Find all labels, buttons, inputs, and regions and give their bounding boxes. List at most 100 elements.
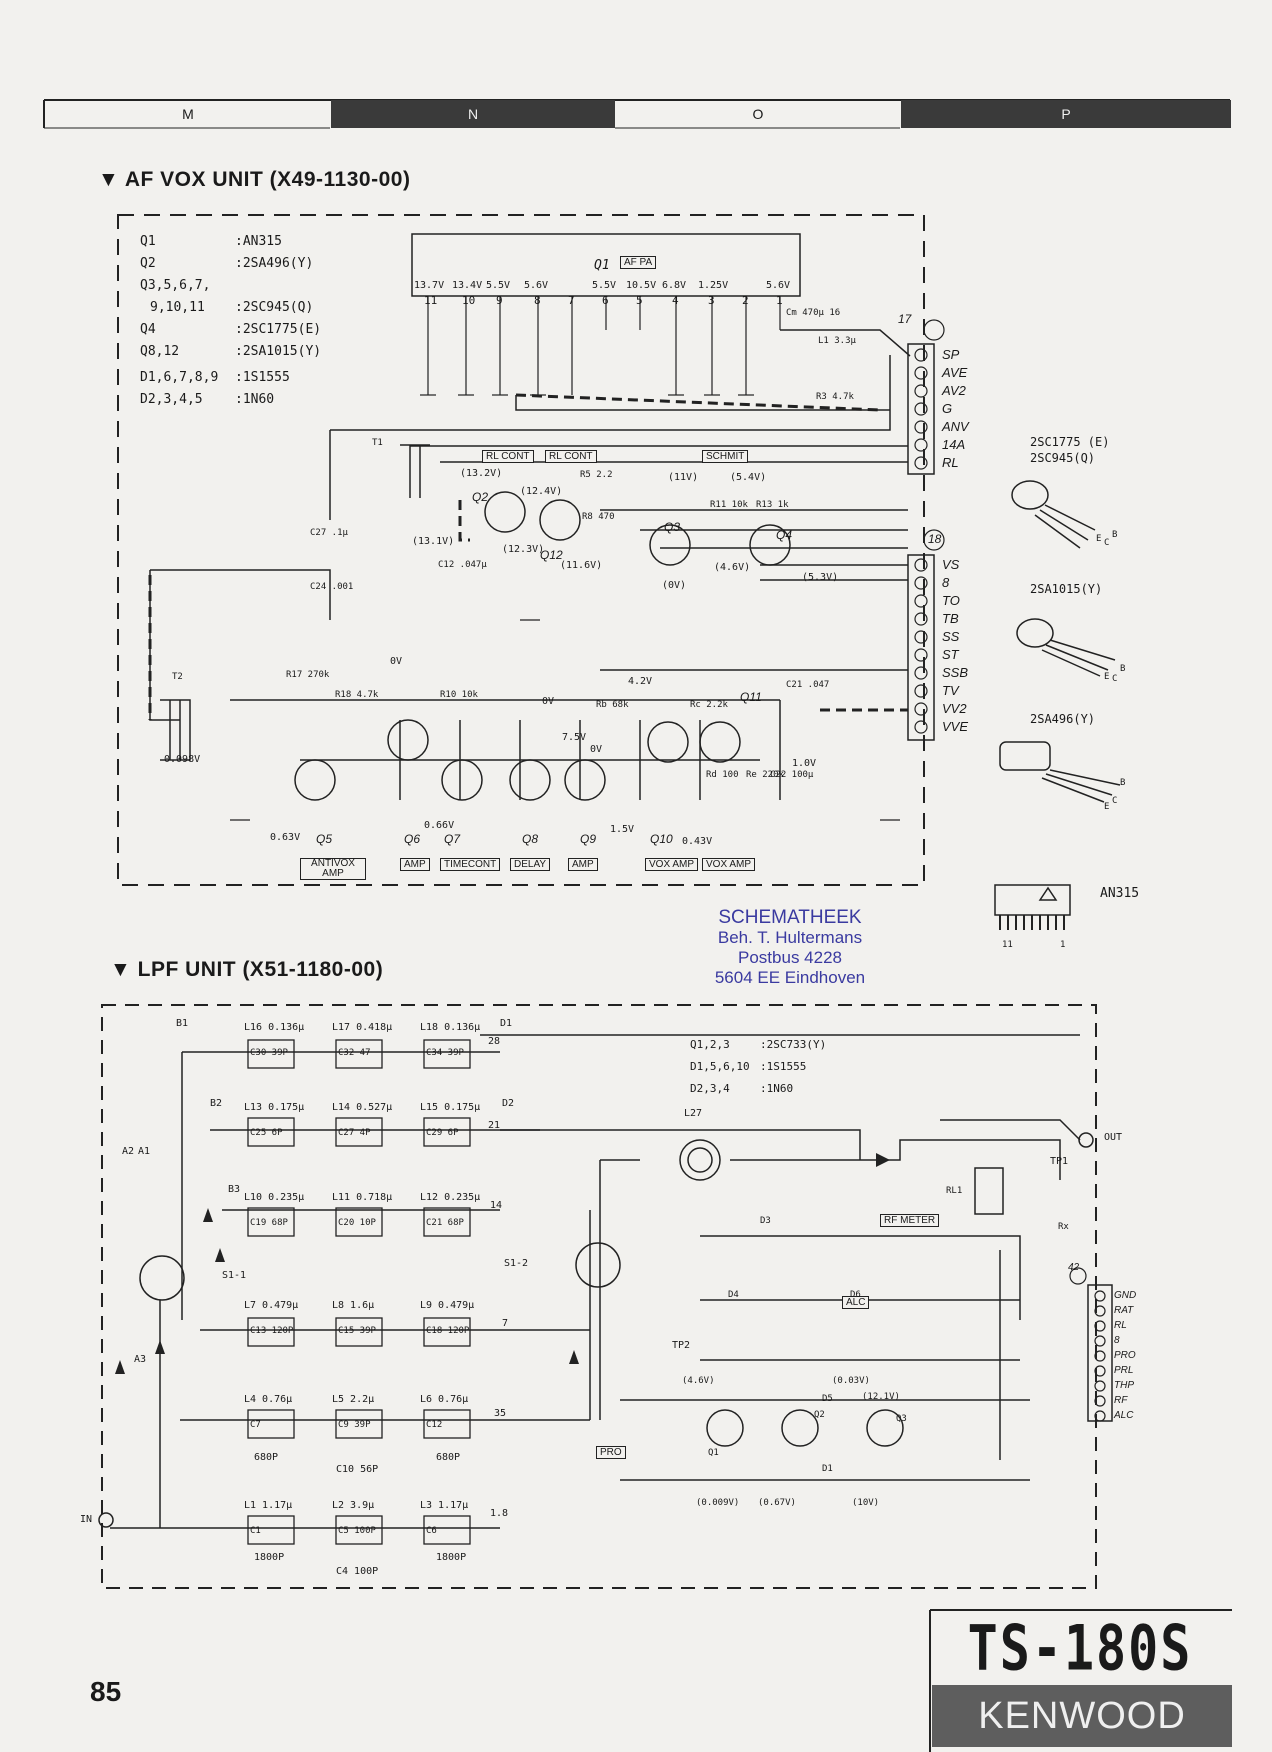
voltage-label: 1.0V (792, 758, 817, 769)
capacitor-value-label: C10 56P (336, 1464, 379, 1475)
connector-pin-label: G (942, 401, 953, 416)
capacitor-label: C21 68P (426, 1218, 464, 1228)
voltage-label: (4.6V) (714, 562, 751, 573)
ic-pin-voltage: 5.5V (592, 280, 617, 291)
package-pin: E (1096, 534, 1102, 544)
inductor-label: L12 0.235μ (420, 1192, 481, 1203)
component-label: C12 .047μ (438, 560, 487, 570)
voltage-label: (13.2V) (460, 468, 503, 479)
tag-antivox-amp: ANTIVOX AMP (300, 858, 366, 880)
capacitor-label: C9 39P (338, 1420, 371, 1430)
connector-pin-label: SS (942, 629, 960, 644)
node-label: 21 (488, 1120, 501, 1131)
transistor-label: Q10 (650, 832, 673, 846)
connector-18-id: 18 (928, 532, 942, 546)
voltage-label: 1.5V (610, 824, 635, 835)
connector-pin-label: SP (942, 347, 960, 362)
capacitor-label: C7 (250, 1420, 261, 1430)
voltage-label: 0.098V (164, 754, 201, 765)
component-label: C22 100μ (770, 770, 814, 780)
capacitor-value-label: 680P (254, 1452, 279, 1463)
voltage-label: 0V (390, 656, 403, 667)
connector-pin-label: SSB (942, 665, 969, 680)
part-type: :2SC945(Q) (235, 300, 314, 315)
inductor-label: L14 0.527μ (332, 1102, 393, 1113)
tag-rf-meter: RF METER (880, 1214, 940, 1227)
package-pin: 11 (1002, 940, 1013, 950)
voltage-label: (12.4V) (520, 486, 563, 497)
ic-pin-number: 7 (568, 294, 575, 307)
voltage-label: (10V) (852, 1498, 880, 1508)
part-ref: Q4 (140, 322, 156, 337)
voltage-label: 7.5V (562, 732, 587, 743)
connector-pin-label: PRL (1114, 1365, 1134, 1376)
capacitor-label: C34 39P (426, 1048, 464, 1058)
terminal-label: B3 (228, 1184, 241, 1195)
transistor-label: Q2 (472, 490, 489, 504)
tag-vox-amp: VOX AMP (702, 858, 756, 871)
component-label: R3 4.7k (816, 392, 854, 402)
part-type: :1N60 (235, 392, 275, 407)
schematic-label: D4 (728, 1290, 739, 1300)
package-2sa496-label: 2SA496(Y) (1030, 712, 1096, 726)
node-label: 35 (494, 1408, 507, 1419)
package-pin: 1 (1060, 940, 1066, 950)
inductor-label: L8 1.6μ (332, 1300, 375, 1311)
stamp-line: SCHEMATHEEK (718, 907, 862, 928)
connector-pin-label: GND (1114, 1290, 1137, 1301)
schematic-label: D6 (850, 1290, 861, 1300)
lpf-title: ▼ LPF UNIT (X51-1180-00) (110, 958, 384, 981)
capacitor-label: C12 (426, 1420, 443, 1430)
inductor-label: L6 0.76μ (420, 1394, 469, 1405)
component-label: R18 4.7k (335, 690, 379, 700)
schematic-label: Rx (1058, 1222, 1069, 1232)
capacitor-label: C25 6P (250, 1128, 283, 1138)
column-p: P (901, 100, 1231, 128)
transistor-label: Q8 (522, 832, 539, 846)
package-an315-label: AN315 (1100, 886, 1140, 901)
part-ref: Q8,12 (140, 344, 180, 359)
terminal-label: D1 (500, 1018, 513, 1029)
capacitor-label: C32 47 (338, 1048, 371, 1058)
part-ref: Q2 (140, 256, 156, 271)
connector-pin-label: TB (942, 611, 959, 626)
part-type: :2SC1775(E) (235, 322, 322, 337)
terminal-label: A1 (138, 1146, 151, 1157)
part-ref: D2,3,4,5 (140, 392, 203, 407)
terminal-label: TP1 (1050, 1156, 1069, 1167)
node-label: 14 (490, 1200, 503, 1211)
connector-17-id: 17 (898, 312, 912, 326)
tag-timecont: TIMECONT (440, 858, 501, 871)
voltage-label: 0.43V (682, 836, 713, 847)
ic-pin-voltage: 13.4V (452, 280, 483, 291)
voltage-label: (0V) (662, 580, 687, 591)
voltage-label: (0.67V) (758, 1498, 796, 1508)
component-label: Re 220k (746, 770, 784, 780)
transistor-label: Q9 (580, 832, 597, 846)
inductor-label: L10 0.235μ (244, 1192, 305, 1203)
voltage-label: (11V) (668, 472, 699, 483)
column-n: N (331, 100, 615, 128)
ic-tag: AF PA (620, 256, 657, 269)
voltage-label: (13.1V) (412, 536, 455, 547)
archive-stamp: SCHEMATHEEK Beh. T. Hultermans Postbus 4… (670, 908, 910, 988)
connector-pin-label: VV2 (942, 701, 967, 716)
terminal-label: D2 (502, 1098, 515, 1109)
capacitor-label: C1 (250, 1526, 261, 1536)
ic-pin-number: 8 (534, 294, 541, 307)
ic-label: Q1 (594, 258, 610, 273)
component-label: Rc 2.2k (690, 700, 728, 710)
connector-pin-label: TV (942, 683, 959, 698)
ic-pin-number: 5 (636, 294, 643, 307)
connector-pin-label: 8 (942, 575, 950, 590)
capacitor-value-label: 680P (436, 1452, 461, 1463)
schematic-label: D5 (822, 1394, 833, 1404)
tag-rl-cont: RL CONT (545, 450, 597, 463)
capacitor-label: C20 10P (338, 1218, 376, 1228)
capacitor-label: C30 39P (250, 1048, 288, 1058)
package-pin: B (1120, 778, 1126, 788)
node-label: 7 (502, 1318, 509, 1329)
